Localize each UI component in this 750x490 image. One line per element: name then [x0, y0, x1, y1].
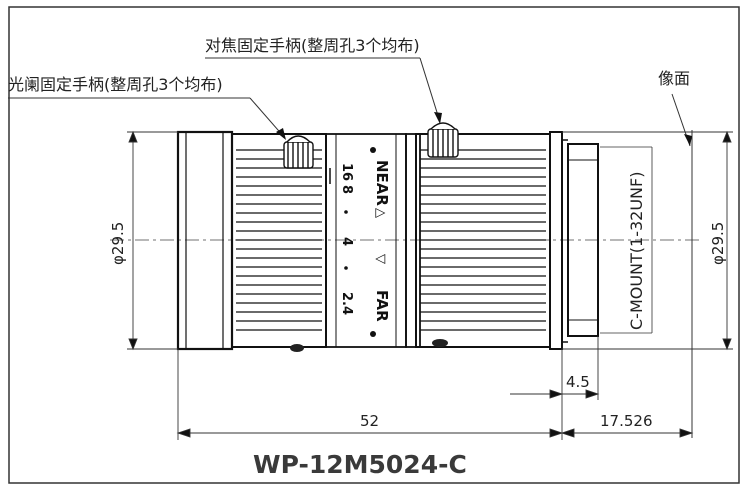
length-dims — [176, 336, 694, 440]
scale-dot-top — [370, 147, 376, 153]
aperture-scale-4: 4 — [339, 237, 354, 246]
image-plane-label: 像面 — [658, 69, 690, 88]
focus-near-arrow: △ — [373, 208, 388, 218]
iris-screw-arrow — [276, 128, 286, 140]
iris-fixing-screw — [283, 135, 314, 169]
rear-diameter-dim — [562, 130, 733, 351]
focus-screw-hole — [432, 339, 448, 347]
total-length-label: 52 — [360, 412, 379, 430]
model-title: WP-12M5024-C — [253, 450, 467, 479]
mount-label: C-MOUNT(1-32UNF) — [627, 172, 646, 330]
image-plane-leader-arrow — [684, 134, 692, 146]
drawing-border — [8, 6, 740, 484]
iris-ring-knurl — [236, 149, 322, 331]
focus-screw-label: 对焦固定手柄(整周孔3个均布) — [205, 36, 420, 55]
iris-screw-hole — [290, 344, 304, 352]
focus-far-arrow: ▽ — [373, 254, 388, 264]
front-diameter-label: φ29.5 — [109, 222, 127, 265]
focus-screw-arrow — [434, 112, 442, 124]
iris-screw-label: 光阑固定手柄(整周孔3个均布) — [8, 75, 223, 94]
aperture-scale-16: 16 — [339, 163, 354, 181]
front-diameter-dim — [127, 130, 178, 351]
aperture-dot-2 — [344, 266, 348, 270]
focus-far-label: FAR — [373, 290, 391, 322]
focus-near-label: NEAR — [373, 160, 391, 206]
rear-diameter-label: φ29.5 — [709, 222, 727, 265]
focus-fixing-screw — [427, 122, 459, 158]
scale-dot-bottom — [370, 331, 376, 337]
focus-screw-leader — [419, 57, 441, 123]
focus-ring-knurl — [420, 149, 546, 331]
aperture-dot-1 — [344, 210, 348, 214]
aperture-scale-8: 8 — [339, 185, 354, 194]
scale-ring — [325, 133, 407, 348]
rear-body — [549, 131, 599, 350]
back-focus-label: 17.526 — [600, 412, 653, 430]
flange-depth-label: 4.5 — [566, 373, 590, 391]
aperture-scale-2-4: 2.4 — [339, 292, 354, 315]
